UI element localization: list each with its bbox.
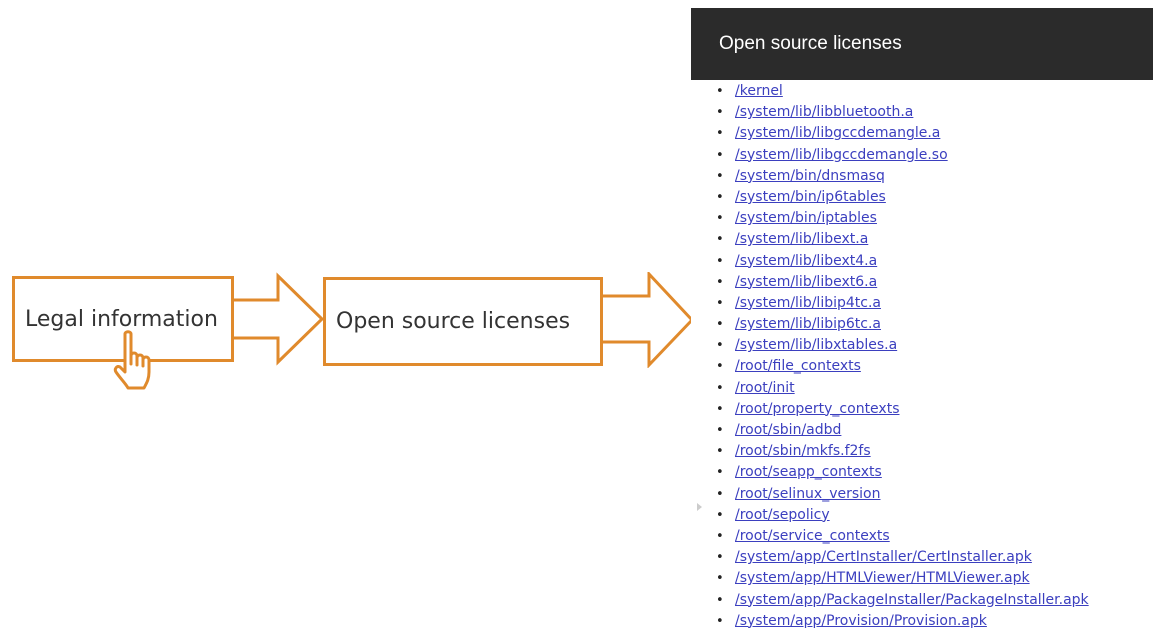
list-item: • /system/lib/libip6tc.a: [691, 314, 1089, 335]
license-link[interactable]: /root/property_contexts: [735, 400, 900, 417]
license-list: • /kernel • /system/lib/libbluetooth.a • /sys…: [691, 81, 1089, 632]
bullet-icon: •: [716, 338, 724, 354]
bullet-icon: •: [716, 359, 724, 375]
license-link[interactable]: /system/lib/libext.a: [735, 231, 869, 248]
page-title: Open source licenses: [719, 33, 902, 54]
license-link[interactable]: /system/lib/libbluetooth.a: [735, 104, 914, 121]
bullet-icon: •: [716, 444, 724, 460]
list-item: • /root/seapp_contexts: [691, 462, 1089, 483]
bullet-icon: •: [716, 528, 724, 544]
license-link[interactable]: /system/bin/ip6tables: [735, 188, 886, 205]
license-link[interactable]: /system/lib/libip4tc.a: [735, 294, 881, 311]
license-link[interactable]: /system/bin/iptables: [735, 210, 877, 227]
list-item: • /root/sepolicy: [691, 505, 1089, 526]
bullet-icon: •: [716, 571, 724, 587]
list-item: • /system/bin/iptables: [691, 208, 1089, 229]
bullet-icon: •: [716, 168, 724, 184]
license-link[interactable]: /system/app/CertInstaller/CertInstaller.…: [735, 549, 1032, 566]
bullet-icon: •: [716, 295, 724, 311]
list-item: • /root/init: [691, 378, 1089, 399]
license-link[interactable]: /system/app/PackageInstaller/PackageInst…: [735, 591, 1089, 608]
bullet-icon: •: [716, 613, 724, 629]
license-link[interactable]: /root/init: [735, 379, 795, 396]
bullet-icon: •: [716, 253, 724, 269]
legal-information-step[interactable]: Legal information: [12, 276, 234, 362]
list-item: • /system/lib/libip4tc.a: [691, 293, 1089, 314]
license-link[interactable]: /system/lib/libext6.a: [735, 273, 878, 290]
license-link[interactable]: /root/service_contexts: [735, 527, 890, 544]
arrow-right-icon: [603, 272, 695, 368]
bullet-icon: •: [716, 507, 724, 523]
bullet-icon: •: [716, 232, 724, 248]
arrow-right-icon: [234, 272, 325, 366]
license-link[interactable]: /system/app/Provision/Provision.apk: [735, 612, 987, 629]
license-link[interactable]: /system/lib/libxtables.a: [735, 337, 898, 354]
list-item: • /system/lib/libxtables.a: [691, 335, 1089, 356]
list-item: • /system/lib/libgccdemangle.so: [691, 145, 1089, 166]
license-link[interactable]: /system/lib/libip6tc.a: [735, 316, 881, 333]
bullet-icon: •: [716, 550, 724, 566]
license-link[interactable]: /system/lib/libgccdemangle.a: [735, 125, 941, 142]
license-link[interactable]: /root/sepolicy: [735, 506, 830, 523]
list-item: • /system/app/Provision/Provision.apk: [691, 611, 1089, 632]
bullet-icon: •: [716, 423, 724, 438]
bullet-icon: •: [716, 592, 724, 608]
list-item: • /system/lib/libext4.a: [691, 251, 1089, 272]
list-item: • /system/lib/libext.a: [691, 229, 1089, 250]
list-item: • /system/lib/libbluetooth.a: [691, 102, 1089, 123]
legal-information-label: Legal information: [25, 306, 218, 332]
list-item: • /root/selinux_version: [691, 484, 1089, 505]
pointing-hand-icon: [113, 330, 151, 390]
licenses-header: Open source licenses: [691, 8, 1153, 80]
bullet-icon: •: [716, 126, 724, 142]
list-item: • /root/service_contexts: [691, 526, 1089, 547]
bullet-icon: •: [716, 486, 724, 502]
list-item: • /system/app/PackageInstaller/PackageIns…: [691, 590, 1089, 611]
open-source-licenses-step[interactable]: Open source licenses: [323, 277, 603, 366]
bullet-icon: •: [716, 380, 724, 396]
license-link[interactable]: /root/sbin/adbd: [735, 422, 842, 438]
list-item: • /root/property_contexts: [691, 399, 1089, 420]
list-item: • /system/app/CertInstaller/CertInstaller…: [691, 547, 1089, 568]
license-link[interactable]: /system/bin/dnsmasq: [735, 167, 885, 184]
bullet-icon: •: [716, 147, 724, 163]
license-link[interactable]: /kernel: [735, 83, 783, 99]
license-link[interactable]: /root/file_contexts: [735, 358, 861, 375]
bullet-icon: •: [716, 105, 724, 121]
bullet-icon: •: [716, 189, 724, 205]
bullet-icon: •: [716, 211, 724, 227]
license-link[interactable]: /root/sbin/mkfs.f2fs: [735, 443, 871, 460]
licenses-panel: Open source licenses • /kernel • /system/li…: [691, 8, 1154, 632]
bullet-icon: •: [716, 401, 724, 417]
list-item: • /root/sbin/adbd: [691, 420, 1089, 441]
list-item: • /system/bin/dnsmasq: [691, 166, 1089, 187]
list-item: • /root/file_contexts: [691, 356, 1089, 377]
list-item: • /system/lib/libgccdemangle.a: [691, 123, 1089, 144]
open-source-licenses-label: Open source licenses: [336, 309, 571, 334]
list-item: • /system/lib/libext6.a: [691, 272, 1089, 293]
license-link[interactable]: /system/app/HTMLViewer/HTMLViewer.apk: [735, 570, 1030, 587]
bullet-icon: •: [716, 317, 724, 333]
list-item: • /root/sbin/mkfs.f2fs: [691, 441, 1089, 462]
bullet-icon: •: [716, 84, 724, 99]
license-link[interactable]: /root/selinux_version: [735, 485, 881, 502]
license-link[interactable]: /system/lib/libext4.a: [735, 252, 878, 269]
license-link[interactable]: /system/lib/libgccdemangle.so: [735, 146, 948, 163]
list-item: • /system/bin/ip6tables: [691, 187, 1089, 208]
list-item: • /system/app/HTMLViewer/HTMLViewer.apk: [691, 568, 1089, 589]
list-item: • /kernel: [691, 81, 1089, 102]
bullet-icon: •: [716, 465, 724, 481]
scroll-indicator-icon: [697, 503, 702, 511]
bullet-icon: •: [716, 274, 724, 290]
license-link[interactable]: /root/seapp_contexts: [735, 464, 882, 481]
